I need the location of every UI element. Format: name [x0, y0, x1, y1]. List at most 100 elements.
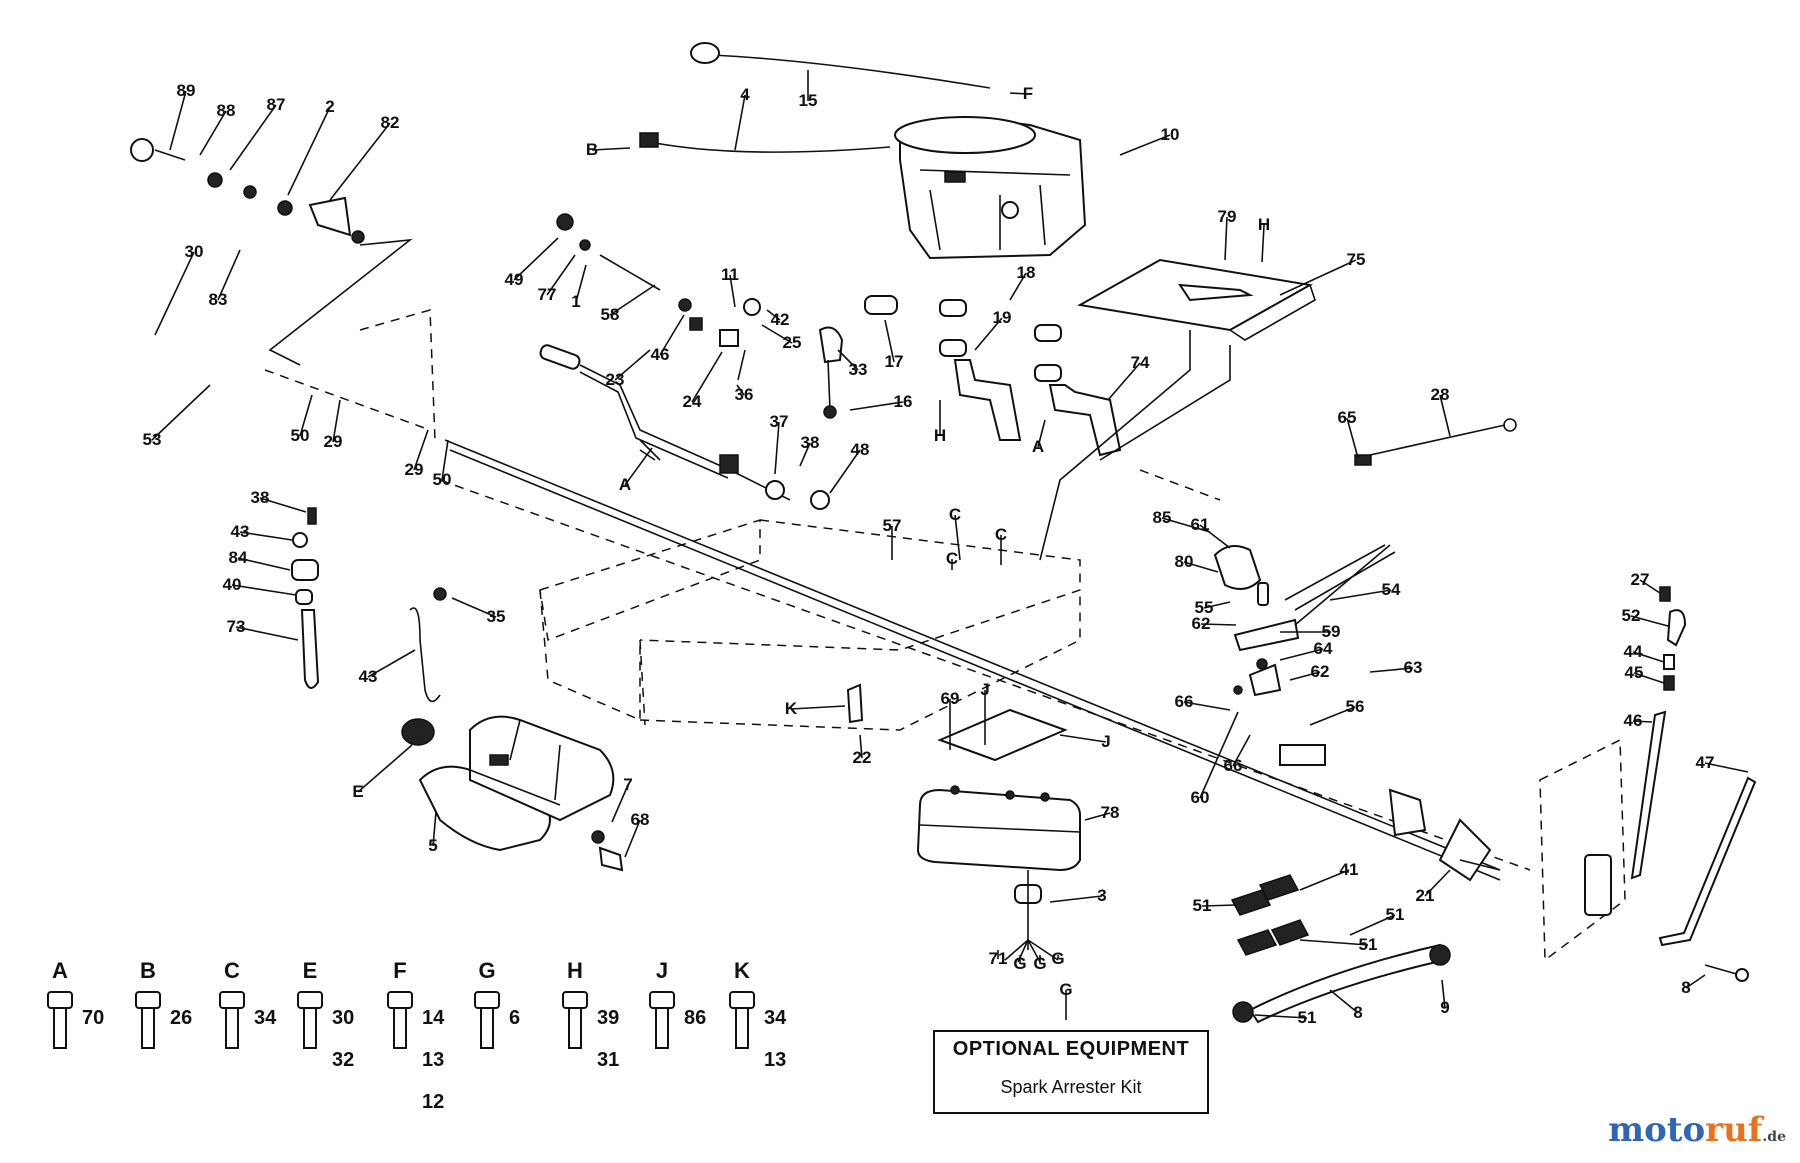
leader-line: [287, 106, 331, 196]
throttle-clip: [639, 132, 659, 148]
callout-40: 40: [223, 575, 242, 594]
callout-50: 50: [433, 470, 452, 489]
callout-B: B: [586, 140, 598, 159]
leader-line: [611, 784, 629, 823]
callout-73: 73: [227, 617, 246, 636]
leader-line: [849, 401, 904, 411]
hardware-bolt-shaft: [393, 1007, 407, 1049]
callout-16: 16: [894, 392, 913, 411]
nut-77: [579, 239, 591, 251]
throttle-cable: [639, 139, 891, 153]
spacer-45: [1663, 654, 1675, 670]
spring-33: [737, 349, 746, 381]
leader-line: [235, 626, 299, 641]
leader-line: [239, 531, 293, 541]
leader-line: [231, 584, 297, 596]
callout-56: 56: [1346, 697, 1365, 716]
callout-58: 58: [601, 305, 620, 324]
callout-17: 17: [885, 352, 904, 371]
leader-line: [441, 439, 449, 481]
callout-54: 54: [1382, 580, 1401, 599]
leader-line: [790, 705, 846, 710]
callout-29: 29: [405, 460, 424, 479]
hardware-bolt-shaft: [480, 1007, 494, 1049]
callout-60: 60: [1191, 788, 1210, 807]
callout-8: 8: [1681, 978, 1690, 997]
part-25: [743, 298, 761, 316]
hardware-bolt-head: [297, 991, 323, 1009]
callout-24: 24: [683, 392, 702, 411]
leader-line: [659, 314, 685, 356]
callout-51: 51: [1359, 935, 1378, 954]
callout-19: 19: [993, 308, 1012, 327]
callout-H: H: [1258, 215, 1270, 234]
callout-38: 38: [251, 488, 270, 507]
leader-line: [859, 734, 863, 759]
choke-cable: [709, 54, 991, 89]
rod-21: [1658, 776, 1757, 947]
callout-43: 43: [231, 522, 250, 541]
callout-48: 48: [851, 440, 870, 459]
callout-51: 51: [1298, 1008, 1317, 1027]
callout-46: 46: [651, 345, 670, 364]
callout-11: 11: [721, 265, 739, 284]
muffler: [916, 708, 1081, 963]
choke-knob: [690, 42, 720, 64]
leader-line: [1059, 734, 1107, 743]
leader-line: [761, 324, 793, 344]
leader-line: [413, 429, 429, 471]
bolt-58: [599, 254, 661, 291]
leader-line: [513, 237, 559, 281]
leader-line: [1289, 671, 1321, 681]
leader-line: [1346, 417, 1359, 459]
drive-shaft-edge: [449, 449, 1501, 881]
hardware-part-13: 13: [422, 1049, 444, 1071]
leader-line: [736, 384, 745, 396]
callout-29: 29: [324, 432, 343, 451]
clamp-8b: [1429, 944, 1451, 966]
leader-line: [1309, 706, 1356, 726]
hardware-part-39: 39: [597, 1007, 619, 1029]
leader-line: [1200, 623, 1237, 626]
callout-47: 47: [1696, 753, 1715, 772]
callout-2: 2: [325, 97, 334, 116]
leader-line: [154, 251, 195, 336]
hardware-part-13: 13: [764, 1049, 786, 1071]
pin-81: [1704, 964, 1741, 976]
callout-75: 75: [1347, 250, 1366, 269]
callout-63: 63: [1404, 658, 1423, 677]
leader-line: [1232, 734, 1251, 767]
leader-line: [1199, 524, 1231, 549]
leader-line: [1049, 895, 1103, 903]
leader-line: [451, 597, 497, 618]
leader-line: [199, 110, 227, 156]
leader-line: [1441, 979, 1446, 1009]
callout-78: 78: [1101, 803, 1120, 822]
hardware-part-14: 14: [422, 1007, 445, 1029]
leader-line: [229, 104, 277, 171]
leader-line: [829, 449, 861, 494]
hardware-letter-J: J: [656, 958, 668, 983]
part-23: [719, 329, 739, 347]
watermark-part2: ruf: [1705, 1110, 1763, 1150]
elbow-17: [818, 326, 844, 364]
callout-84: 84: [229, 548, 248, 567]
knob-44: [1666, 609, 1687, 647]
callout-71: 71: [989, 949, 1008, 968]
leader-line: [1261, 224, 1265, 263]
leader-line: [151, 384, 211, 441]
hardware-bolt-shaft: [225, 1007, 239, 1049]
hardware-bolt-head: [562, 991, 588, 1009]
callout-C: C: [949, 505, 961, 524]
callout-15: 15: [799, 91, 818, 110]
callout-1: 1: [571, 292, 580, 311]
part-11: [689, 317, 703, 331]
watermark-part3: .de: [1762, 1129, 1786, 1145]
hardware-part-34: 34: [254, 1007, 277, 1029]
leader-line: [1201, 904, 1237, 907]
knob-49: [556, 213, 574, 231]
callout-18: 18: [1017, 263, 1036, 282]
callout-43: 43: [359, 667, 378, 686]
hardware-bolt-shaft: [303, 1007, 317, 1049]
